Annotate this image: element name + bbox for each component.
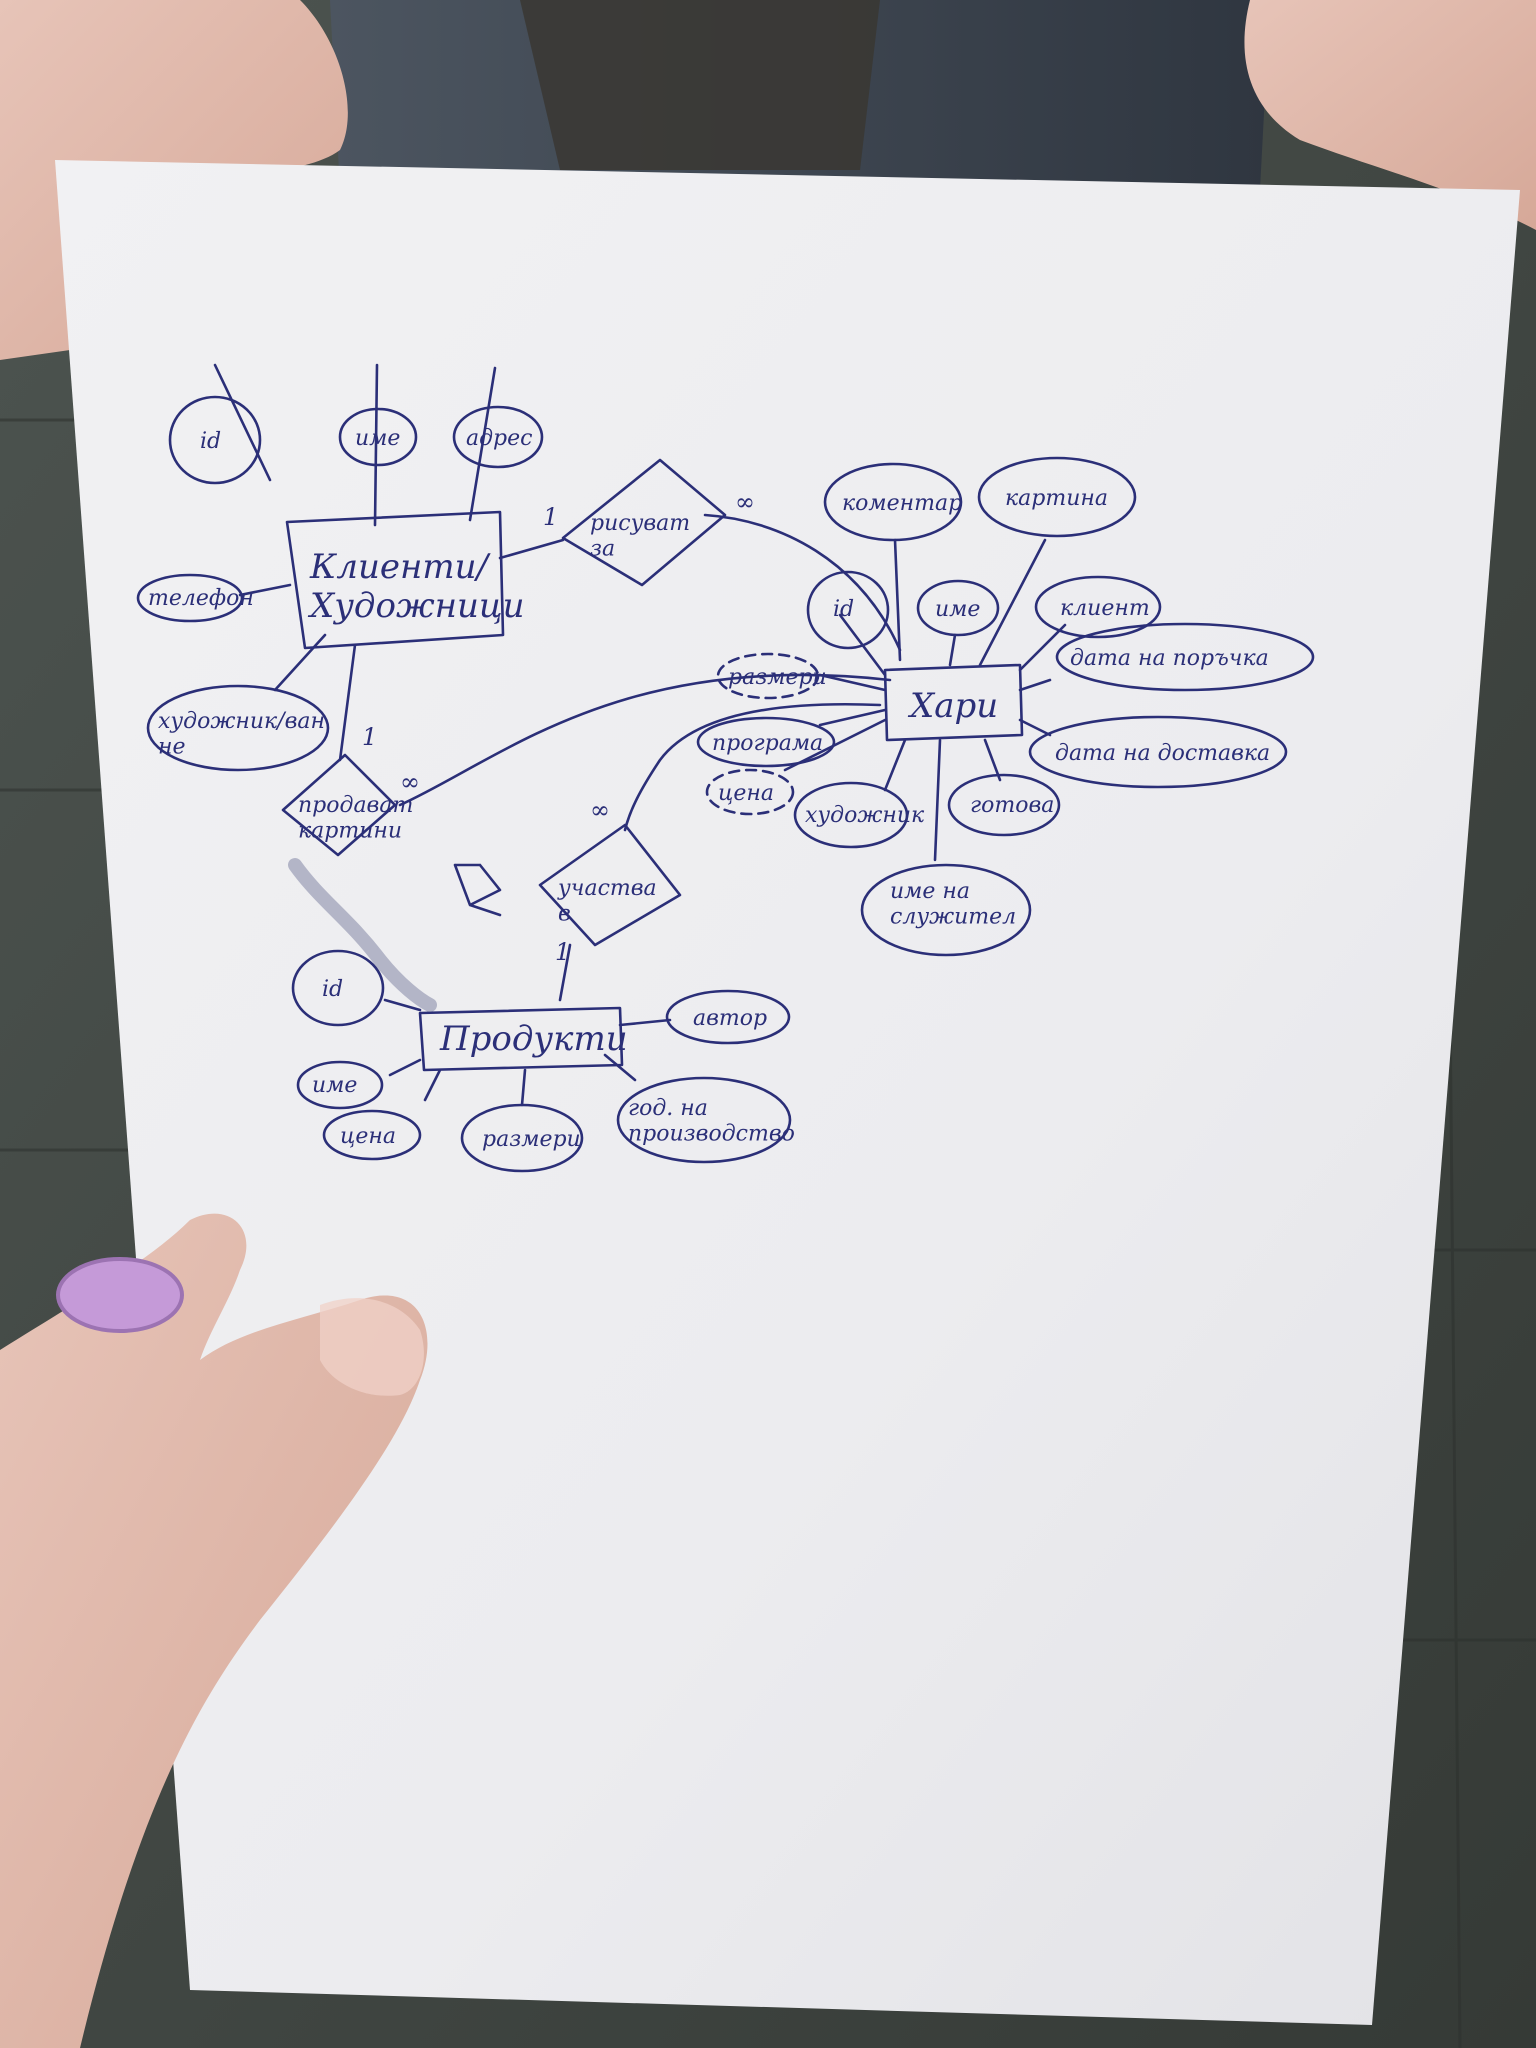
entity-orders-label: Хари: [907, 686, 998, 726]
attr-order-painting: картина: [1005, 486, 1108, 511]
entity-orders-box: [883, 663, 1024, 742]
attr-order-id-ellipse: [806, 570, 890, 650]
attr-order-id: id: [833, 597, 854, 622]
top-right-hand: [1244, 0, 1536, 230]
bottom-left-hand: [0, 1213, 428, 2048]
attr-product-year-ellipse: [616, 1076, 792, 1164]
attr-order-ready: готова: [970, 793, 1054, 818]
attr-order-artist: художник: [805, 803, 925, 828]
attr-client-address-ellipse: [452, 405, 544, 469]
dark-clothing: [520, 0, 880, 170]
cardinality-2: ∞: [735, 488, 755, 516]
crossed-glyph: [453, 863, 502, 917]
relationship-sell-diamond: [281, 753, 397, 857]
entity-products-label: Продукти: [439, 1019, 628, 1059]
attr-product-price: цена: [340, 1124, 396, 1149]
attr-order-comment-ellipse: [823, 462, 963, 542]
paper-sheet: [55, 160, 1520, 2025]
cardinality-4: ∞: [400, 768, 420, 796]
attr-product-id: id: [322, 977, 343, 1002]
attr-order-price-ellipse: [705, 768, 795, 816]
thumbnail-nail: [320, 1298, 424, 1396]
attr-order-client-ellipse: [1034, 575, 1162, 639]
attr-client-phone: телефон: [148, 586, 254, 611]
cardinality-3: 1: [362, 723, 377, 751]
cardinality-6: 1: [555, 938, 570, 966]
attr-order-artist-ellipse: [793, 781, 909, 849]
attr-product-size: размери: [482, 1127, 581, 1152]
attr-product-name-ellipse: [296, 1060, 384, 1110]
er-diagram: [136, 363, 1315, 1173]
attr-order-date-ellipse: [1055, 622, 1315, 692]
attr-order-comment: коментар: [842, 491, 962, 516]
attr-client-name-ellipse: [338, 407, 418, 467]
attr-product-name: име: [312, 1073, 357, 1098]
attr-order-price: цена: [718, 781, 774, 806]
attr-order-delivery: дата на доставка: [1055, 741, 1270, 766]
attr-order-date: дата на поръчка: [1070, 646, 1269, 671]
attr-product-size-ellipse: [460, 1103, 584, 1173]
attr-order-program: програма: [712, 731, 823, 756]
attr-order-size: размери: [728, 665, 827, 690]
attr-client-address: адрес: [466, 426, 532, 451]
attr-order-name-ellipse: [916, 579, 1000, 637]
attr-order-painting-ellipse: [977, 456, 1137, 538]
attr-client-id-ellipse: [168, 395, 262, 485]
attr-product-id-ellipse: [291, 949, 385, 1027]
attr-order-size-ellipse: [716, 652, 820, 700]
attr-client-name: име: [355, 426, 400, 451]
attr-client-phone-ellipse: [136, 573, 244, 623]
attr-order-employee-ellipse: [860, 863, 1032, 957]
scribble-mark: [288, 858, 437, 1012]
relationship-used-in-diamond: [538, 823, 682, 947]
attr-product-author-ellipse: [665, 989, 791, 1045]
attr-product-price-ellipse: [322, 1109, 422, 1161]
attr-order-client: клиент: [1060, 596, 1150, 621]
lilac-ring: [56, 1257, 184, 1333]
attr-order-program-ellipse: [696, 716, 836, 768]
attr-product-author: автор: [693, 1006, 767, 1031]
cardinality-5: ∞: [590, 796, 610, 824]
attr-client-id: id: [200, 429, 221, 454]
entity-clients-box: [285, 510, 505, 650]
entity-clients-label-line1: Клиенти/Художници: [307, 547, 525, 626]
connector-lines: [213, 363, 1067, 1107]
attr-order-ready-ellipse: [947, 773, 1061, 837]
relationship-draw-for-diamond: [561, 458, 727, 587]
attr-order-name: име: [935, 597, 980, 622]
entity-products-box: [418, 1006, 624, 1072]
cardinality-1: 1: [543, 503, 558, 531]
attr-client-artist-ellipse: [146, 684, 330, 772]
attr-order-delivery-ellipse: [1028, 715, 1288, 789]
